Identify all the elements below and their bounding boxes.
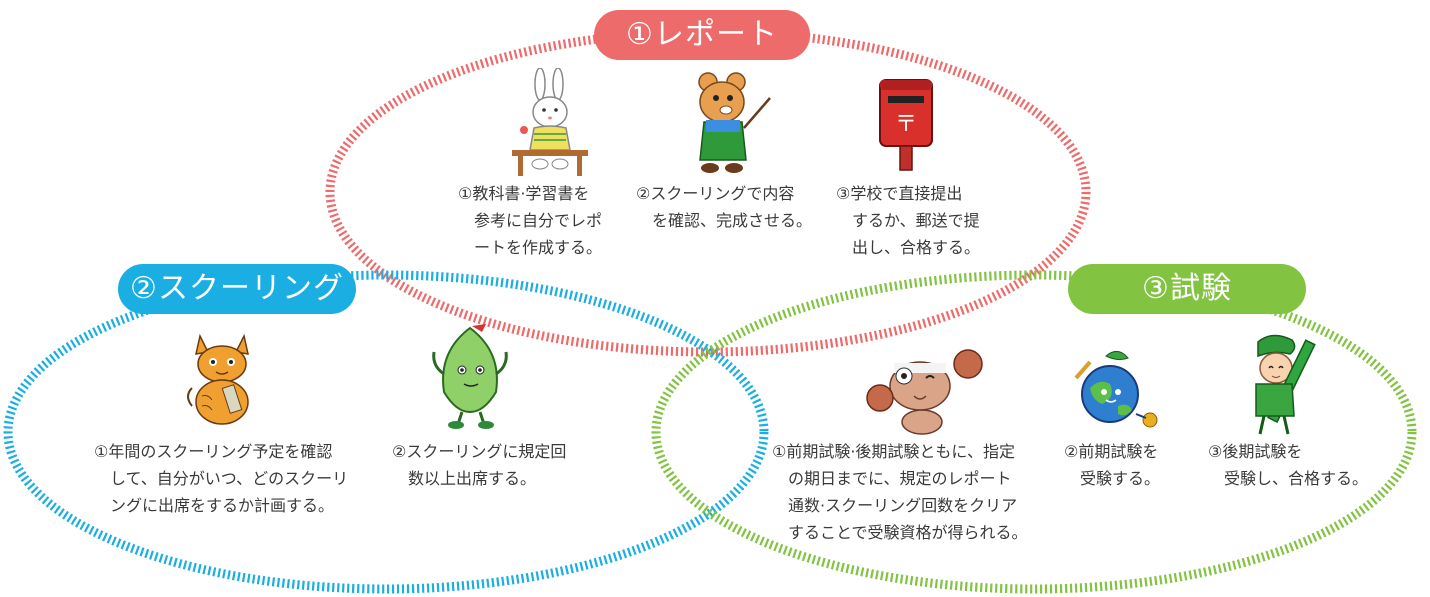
exam-step-1: ①前期試験·後期試験ともに、指定 の期日までに、規定のレポート 通数·スクーリン… bbox=[772, 442, 1028, 542]
report-step-2: ②スクーリングで内容 を確認、完成させる。 bbox=[636, 184, 813, 230]
pencil-kid-icon bbox=[1255, 334, 1316, 435]
exam-title-pill: ③試験 bbox=[1068, 264, 1306, 314]
mailbox-icon: 〒 bbox=[879, 79, 933, 171]
report-title-pill: ①レポート bbox=[594, 10, 810, 60]
leaf-character-icon bbox=[432, 324, 508, 429]
schooling-title-pill: ②スクーリング bbox=[118, 264, 356, 314]
exam-step-2: ②前期試験を 受験する。 bbox=[1064, 442, 1161, 488]
lucky-cat-icon bbox=[187, 333, 249, 425]
schooling-step-1: ①年間のスクーリング予定を確認 して、自分がいつ、どのスクーリ ングに出席をする… bbox=[94, 442, 349, 515]
exam-ring bbox=[651, 270, 1417, 594]
report-step-1: ①教科書·学習書を 参考に自分でレポ ートを作成する。 bbox=[458, 184, 603, 257]
exam-step-3: ③後期試験を 受験し、合格する。 bbox=[1208, 442, 1369, 488]
schooling-step-2: ②スクーリングに規定回 数以上出席する。 bbox=[392, 442, 567, 488]
report-step-3: ③学校で直接提出 するか、郵送で提 出し、合格する。 bbox=[836, 184, 981, 257]
schooling-ring bbox=[3, 270, 769, 594]
globe-character-icon bbox=[1074, 351, 1158, 428]
rabbit-at-desk-icon bbox=[512, 68, 588, 176]
svg-text:〒: 〒 bbox=[895, 112, 917, 137]
bear-with-pointer-icon bbox=[698, 72, 771, 173]
report-ring bbox=[325, 27, 1091, 357]
boxing-dog-icon bbox=[866, 349, 983, 435]
